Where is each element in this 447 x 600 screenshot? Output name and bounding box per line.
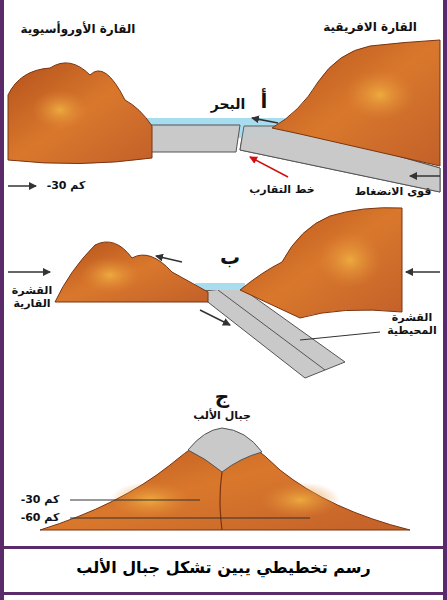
mountain-label: جبال الألب [193,410,251,423]
sea-label: البحر [211,96,246,112]
panel-letter: ج [215,385,229,408]
depth-label: -30 كم [47,180,86,193]
continent-label: القارة الأوروأسيوية [21,23,136,37]
panel-letter: ب [220,246,240,269]
caption: رسم تخطيطي يبين تشكل جبال الألب [0,558,447,577]
depth-label: -30 كم [21,494,60,507]
convergence-label: خط التقارب [249,184,314,197]
crust-label: القشرة المحيطية [383,312,441,337]
depth-label: -60 كم [21,512,60,525]
force-label: قوى الانضغاط [355,186,432,199]
panel-letter: أ [261,90,268,113]
continent-label: القارة الافريقية [323,21,417,35]
crust-label: القشرة القارية [6,285,58,310]
